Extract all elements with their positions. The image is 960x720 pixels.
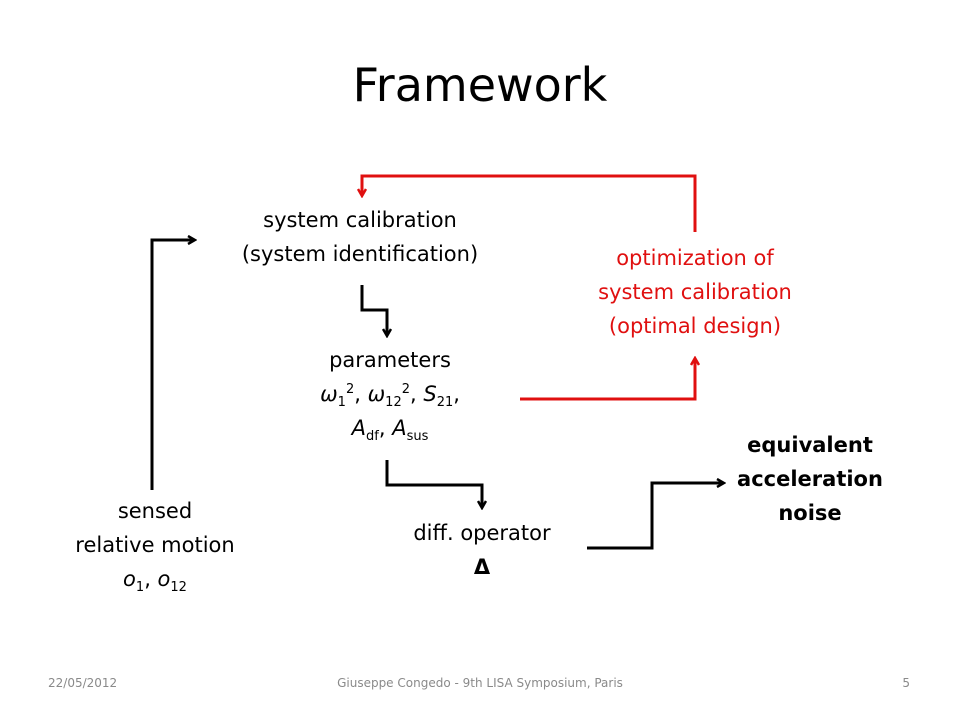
parameters-label: parameters xyxy=(329,348,451,372)
calibration-node: system calibration (system identificatio… xyxy=(200,203,520,271)
diff-operator-line1: diff. operator xyxy=(413,521,551,545)
sensed-line2: relative motion xyxy=(75,533,235,557)
noise-line2: acceleration xyxy=(737,467,883,491)
noise-line1: equivalent xyxy=(747,433,873,457)
sensed-variables: o1, o12 xyxy=(123,567,187,596)
slide-title: Framework xyxy=(352,58,608,112)
omega-symbol: ω xyxy=(320,382,338,406)
optimization-node: optimization of system calibration (opti… xyxy=(555,241,835,343)
footer-presenter: Giuseppe Congedo - 9th LISA Symposium, P… xyxy=(337,676,623,690)
sensed-to-calibration-arrow xyxy=(150,240,195,490)
calibration-line1: system calibration xyxy=(263,208,457,232)
parameters-coefficients: Adf, Asus xyxy=(351,416,429,445)
optimization-line2: system calibration xyxy=(598,280,792,304)
noise-node: equivalent acceleration noise xyxy=(700,428,920,530)
footer-page-number: 5 xyxy=(902,676,910,690)
delta-symbol: Δ xyxy=(473,555,491,579)
parameters-node: parameters ω12, ω122, S21, Adf, Asus xyxy=(270,343,510,445)
sensed-line1: sensed xyxy=(117,499,193,523)
operator-to-noise-arrow xyxy=(587,483,724,550)
parameters-frequencies: ω12, ω122, S21, xyxy=(320,382,460,411)
sensed-node: sensed relative motion o1, o12 xyxy=(40,494,270,596)
noise-line3: noise xyxy=(778,501,842,525)
optimization-line3: (optimal design) xyxy=(608,314,782,338)
diff-operator-node: diff. operator Δ xyxy=(382,516,582,584)
calibration-line2: (system identification) xyxy=(241,242,479,266)
optimization-line1: optimization of xyxy=(616,246,774,270)
footer-date: 22/05/2012 xyxy=(48,676,118,690)
calibration-to-parameters-arrow xyxy=(360,285,387,336)
feedback-arrow xyxy=(362,174,697,232)
parameters-to-optimization-arrow xyxy=(520,358,695,401)
parameters-to-operator-arrow xyxy=(385,460,482,508)
